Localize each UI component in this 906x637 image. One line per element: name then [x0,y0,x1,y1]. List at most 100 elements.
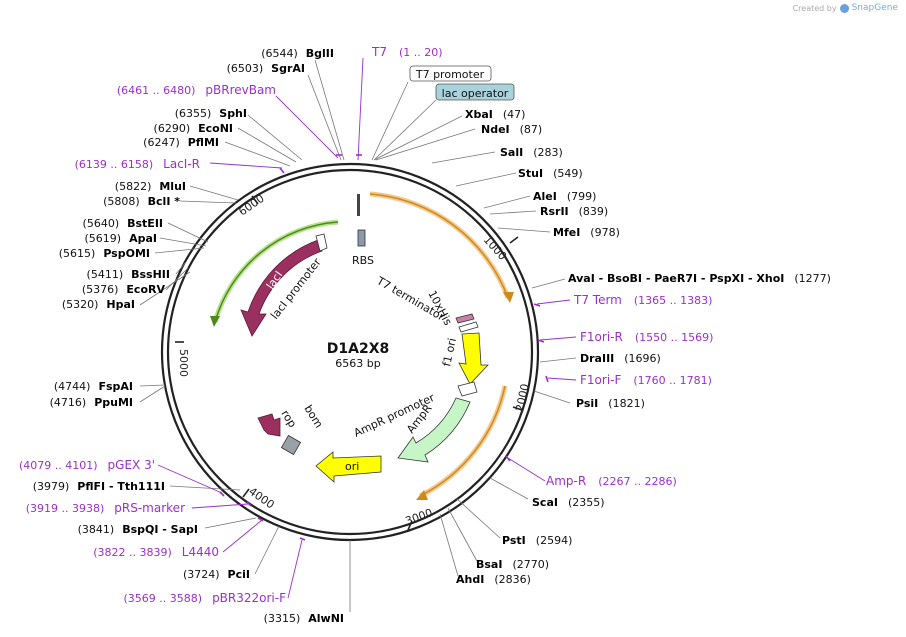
enzyme-pos: (2355) [568,496,605,509]
primer-range: (4079 .. 4101) [19,459,98,472]
enzyme-pos: (3315) [264,612,301,625]
enzyme-pos: (799) [567,190,597,203]
primer-site: (6139 .. 6158)LacI-R [75,157,200,171]
enzyme-name: EcoNI [198,122,233,135]
enzyme-name: SalI [500,146,523,159]
primer-site: F1ori-R(1550 .. 1569) [580,330,713,344]
outer-feature-arcs [210,191,514,500]
his-tag [455,313,475,324]
feature-label-f1-ori: f1 ori [440,337,459,368]
enzyme-name: ScaI [532,496,558,509]
feature-label-bom: bom [301,403,325,431]
enzyme-site: (5615)PspOMI [59,247,150,260]
primer-range: (6461 .. 6480) [117,84,196,97]
bom-feature [280,434,302,456]
rbs-feature [357,229,366,247]
enzyme-pos: (839) [579,205,609,218]
primer-range: (1760 .. 1781) [633,374,712,387]
ruler-label: 4000 [246,485,276,512]
enzyme-site: (3315)AlwNI [264,612,344,625]
enzyme-site: (4744)FspAI [54,380,133,393]
ruler-label: 2000 [513,383,532,413]
enzyme-name: PspOMI [103,247,150,260]
orange-arc-bottom-head [416,490,428,500]
enzyme-site: (6247) PflMI [143,136,219,149]
enzyme-site: NdeI(87) [481,123,542,136]
enzyme-pos: (4744) [54,380,91,393]
primer-name: pBRrevBam [205,83,276,97]
enzyme-name: EcoRV [126,283,165,296]
orange-arc-bottom-line [419,385,506,497]
enzyme-name: BglII [306,47,334,60]
primer-range: (1365 .. 1383) [634,294,713,307]
primer-site: (3919 .. 3938)pRS-marker [26,501,185,515]
enzyme-pos: (1696) [624,352,661,365]
primer-site: (6461 .. 6480) pBRrevBam [117,83,276,97]
enzyme-pos: (2594) [536,534,573,547]
enzyme-pos: (6247) [143,136,180,149]
plasmid-name: D1A2X8 [327,341,389,357]
primer-site-marks [219,154,549,541]
enzyme-name: AleI [533,190,557,203]
laci-arrow [240,239,323,337]
enzyme-site: AhdI(2836) [456,573,531,586]
primer-name: pGEX 3' [108,458,155,472]
enzyme-pos: (1821) [608,397,645,410]
primer-name: L4440 [182,545,219,559]
enzyme-site: MfeI (978) [553,226,620,239]
enzyme-pos: (1277) [794,272,831,285]
t7-promoter-label: T7 promoter [415,68,485,81]
primer-range: (3569 .. 3588) [124,592,203,605]
enzyme-name: MluI [159,180,186,193]
inner-features [240,194,489,483]
enzyme-pos: (5376) [82,283,119,296]
primer-name: F1ori-F [580,373,621,387]
enzyme-pos: (5411) [87,268,124,281]
enzyme-name: BsaI [476,558,502,571]
snapgene-credit: Created by SnapGene [793,3,898,13]
primer-site: Amp-R(2267 .. 2286) [546,474,677,488]
orange-arc-top-head [503,292,514,303]
enzyme-name: PflMI [188,136,219,149]
primer-site: (3822 .. 3839)L4440 [93,545,219,559]
enzyme-site: (5376) EcoRV [82,283,166,296]
enzyme-pos: (2770) [512,558,549,571]
boxed-feature-lac-operator: lac operator [435,83,515,101]
enzyme-site: (5320)HpaI [62,298,135,311]
ruler-ticks [175,195,523,531]
enzyme-labels-left: (6544)BglII (6503)SgrAI (6355)SphI (6290… [33,47,344,625]
enzyme-site: AvaI - BsoBI - PaeR7I - PspXI - XhoI (127… [568,272,831,285]
primer-range: (2267 .. 2286) [598,475,677,488]
enzyme-name: HpaI [106,298,135,311]
green-arc-head [210,316,220,327]
rop-arrow [257,413,281,437]
enzyme-pos: (978) [590,226,620,239]
enzyme-name: SphI [219,107,247,120]
feature-label-rop: rop [278,408,299,430]
enzyme-name: AvaI - BsoBI - PaeR7I - PspXI - XhoI [568,272,784,285]
credit-text: Created by [792,3,837,13]
primer-labels: T7(1 .. 20) (6461 .. 6480) pBRrevBam (613… [19,45,713,605]
enzyme-site: PsiI (1821) [576,397,645,410]
enzyme-name: BclI * [148,195,181,208]
snapgene-logo-icon [839,3,849,13]
primer-site: T7(1 .. 20) [371,45,443,59]
enzyme-site: (3724)PciI [183,568,250,581]
enzyme-name: PsiI [576,397,598,410]
f1-ori-arrow [458,332,489,385]
enzyme-name: RsrII [540,205,569,218]
primer-range: (3919 .. 3938) [26,502,105,515]
primer-leader-lines [157,57,577,599]
credit-brand: SnapGene [851,3,898,13]
enzyme-name: AhdI [456,573,484,586]
enzyme-pos: (87) [520,123,543,136]
enzyme-site: (6544)BglII [261,47,334,60]
primer-site: F1ori-F (1760 .. 1781) [580,373,712,387]
primer-name: F1ori-R [580,330,623,344]
enzyme-pos: (549) [553,167,583,180]
enzyme-name: MfeI [553,226,580,239]
enzyme-site: (5619)ApaI [85,232,157,245]
enzyme-name: PflFI - Tth111I [77,480,165,493]
enzyme-site: RsrII (839) [540,205,608,218]
